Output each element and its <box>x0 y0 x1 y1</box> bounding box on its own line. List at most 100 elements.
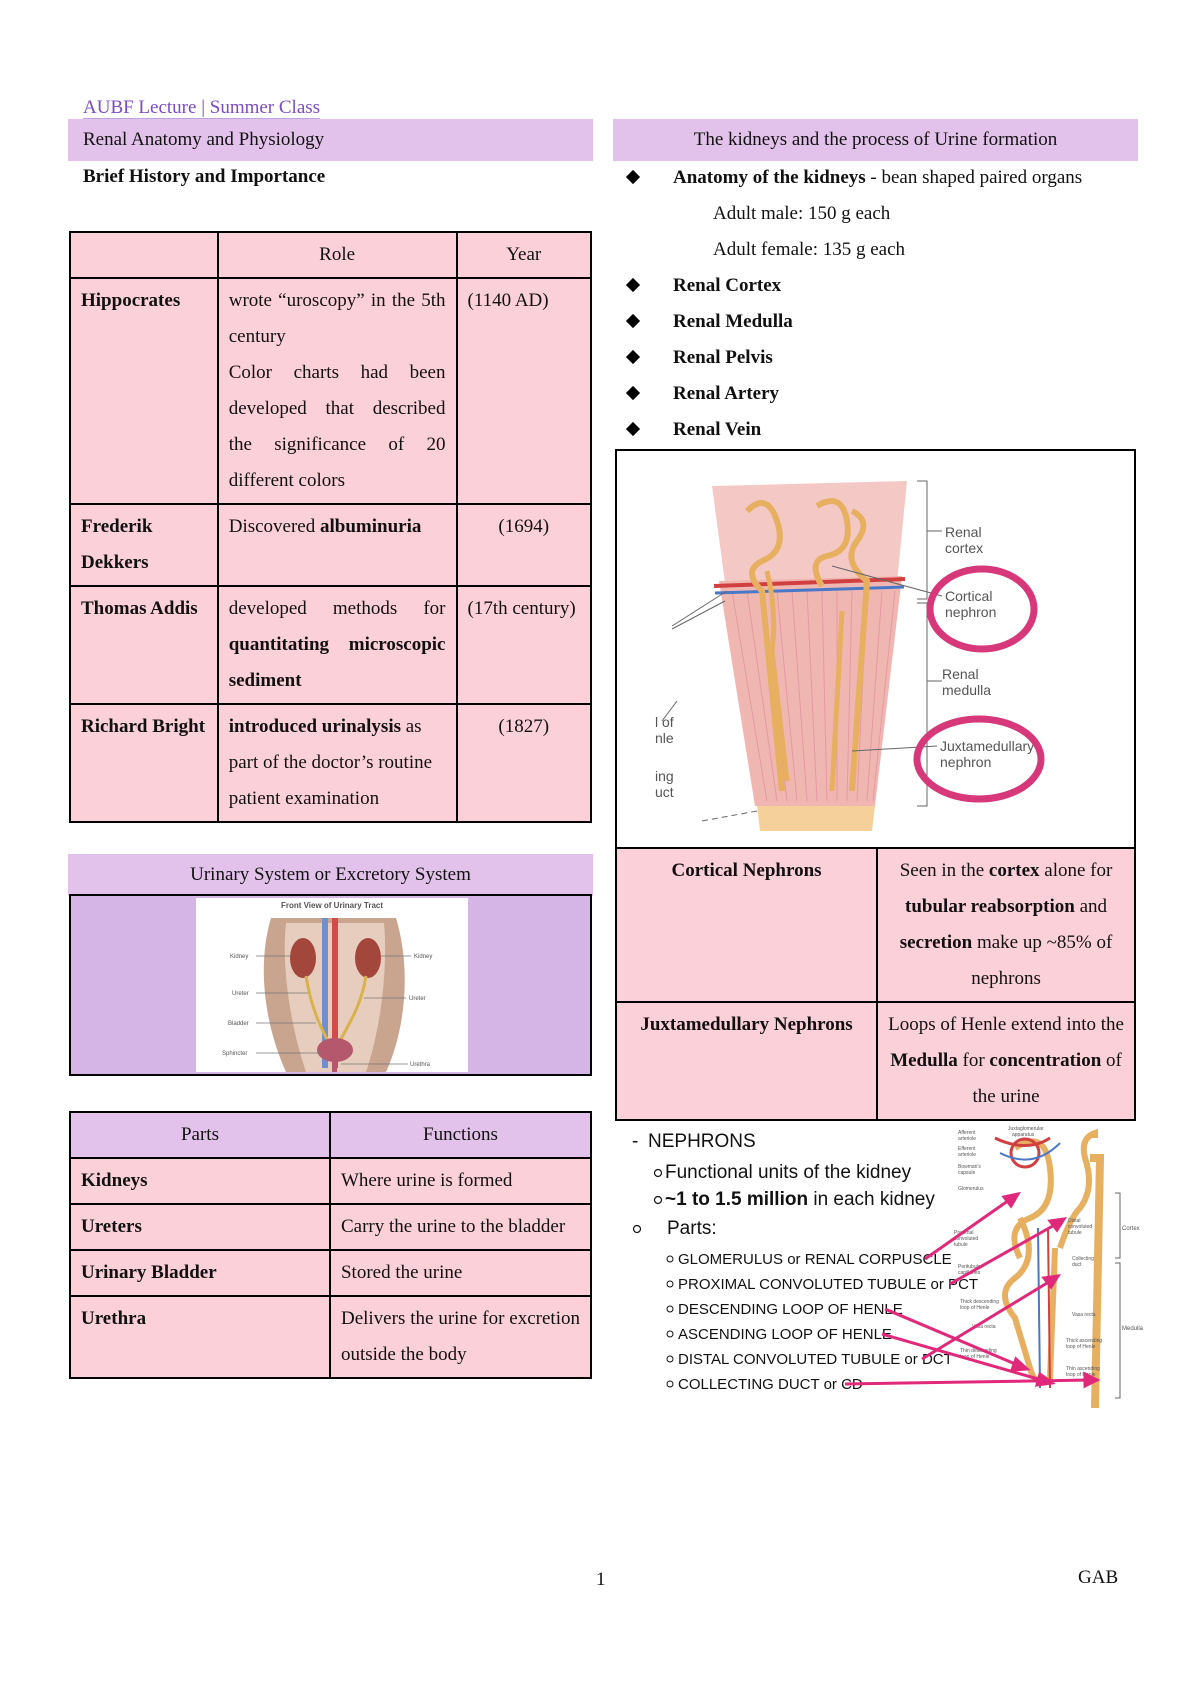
label-afferent: Afferent <box>958 1130 976 1136</box>
table-row: Hippocrates wrote “uroscopy” in the 5th … <box>69 277 592 505</box>
bullet-item: Renal Artery <box>625 376 1148 412</box>
label-cortex: Cortex <box>1122 1226 1140 1232</box>
label-thick-ascending: loop of Henle <box>1066 1344 1096 1350</box>
circle-bullet-icon <box>666 1305 674 1313</box>
label-cropped: l of <box>655 714 674 730</box>
label-pct: convoluted <box>954 1236 978 1242</box>
history-role-text: developed methods for <box>228 598 446 619</box>
highlight-circle-cortical <box>926 565 1038 653</box>
bullet-anatomy: Anatomy of the kidneys - bean shaped pai… <box>625 160 1148 196</box>
table-row: Cortical Nephrons Seen in the cortex alo… <box>614 847 1136 1003</box>
label-juxtamedullary-nephron: nephron <box>940 754 991 770</box>
footer-initials: GAB <box>1078 1567 1119 1588</box>
nephron-type: Cortical Nephrons <box>614 847 879 1003</box>
diamond-bullet-icon <box>625 421 641 437</box>
table-row: Urinary Bladder Stored the urine <box>69 1249 593 1297</box>
part-function: Stored the urine <box>328 1249 593 1297</box>
page-number: 1 <box>596 1569 606 1590</box>
history-heading: Brief History and Importance <box>83 166 326 187</box>
history-role: developed methods for quantitating micro… <box>216 585 458 705</box>
anatomy-male: Adult male: 150 g each <box>713 203 891 224</box>
bullet-item: Renal Medulla <box>625 304 1148 340</box>
history-role-text: as part of the doctor’s routine <box>228 716 433 773</box>
circle-bullet-icon <box>666 1380 674 1388</box>
anatomy-bold: Anatomy of the kidneys <box>673 167 866 188</box>
part-function: Where urine is formed <box>328 1157 593 1205</box>
label-thin-descending: loop of Henle <box>960 1354 990 1360</box>
label-peritubular: Peritubular <box>958 1264 983 1270</box>
label-juxtaglomerular: apparatus <box>1012 1132 1035 1138</box>
nephron-part: ASCENDING LOOP OF HENLE <box>678 1326 892 1343</box>
bullet-item: Renal Cortex <box>625 268 1148 304</box>
label-cortical-nephron: Cortical <box>945 588 992 604</box>
nephron-part: PROXIMAL CONVOLUTED TUBULE or PCT <box>678 1276 978 1293</box>
label-ureter-left: Ureter <box>232 991 249 997</box>
circle-bullet-icon <box>666 1355 674 1363</box>
part-name: Urethra <box>69 1295 331 1379</box>
table-row: Urethra Delivers the urine for excretion… <box>69 1295 593 1379</box>
nephrons-title: NEPHRONS <box>648 1131 756 1152</box>
label-cropped: nle <box>655 730 674 746</box>
label-collecting-duct: duct <box>1072 1262 1082 1268</box>
history-name: Richard Bright <box>69 703 219 823</box>
nephron-part: DISTAL CONVOLUTED TUBULE or DCT <box>678 1351 953 1368</box>
label-glomerulus: Glomerulus <box>958 1186 984 1192</box>
circle-bullet-icon <box>666 1330 674 1338</box>
history-name: Frederik Dekkers <box>69 503 219 587</box>
label-renal-cortex: cortex <box>945 540 983 556</box>
section-title-kidneys: The kidneys and the process of Urine for… <box>613 119 1138 161</box>
nephron-part: DESCENDING LOOP OF HENLE <box>678 1301 903 1318</box>
anatomy-rest: - bean shaped paired organs <box>865 167 1083 188</box>
anatomy-female: Adult female: 135 g each <box>713 239 906 260</box>
diamond-bullet-icon <box>625 385 641 401</box>
part-function: Carry the urine to the bladder <box>328 1203 593 1251</box>
history-table: Role Year Hippocrates wrote “uroscopy” i… <box>69 231 592 823</box>
circle-bullet-icon <box>632 1224 642 1234</box>
nephron-types-table: Cortical Nephrons Seen in the cortex alo… <box>614 847 1136 1121</box>
label-efferent: Efferent <box>958 1146 976 1152</box>
history-name: Thomas Addis <box>69 585 219 705</box>
label-dct: tubule <box>1068 1230 1082 1236</box>
bullet-item: Renal Vein <box>625 412 1148 448</box>
nephron-type: Juxtamedullary Nephrons <box>614 1001 879 1121</box>
history-year: (1694) <box>455 503 592 587</box>
diamond-bullet-icon <box>625 169 641 185</box>
label-juxtamedullary-nephron: Juxtamedullary <box>940 738 1034 754</box>
history-year: (1827) <box>455 703 592 823</box>
history-year: (1140 AD) <box>455 277 592 505</box>
circle-bullet-icon <box>666 1255 674 1263</box>
nephrons-line2: ~1 to 1.5 million in each kidney <box>665 1189 935 1210</box>
label-ureter-right: Ureter <box>409 996 426 1002</box>
label-kidney-left: Kidney <box>230 954 248 960</box>
parts-label: Parts: <box>667 1218 717 1239</box>
diamond-bullet-icon <box>625 349 641 365</box>
label-vasa-recta: Vasa recta <box>972 1324 996 1330</box>
label-renal-medulla: Renal <box>942 666 979 682</box>
pointer-arrows <box>844 1191 1101 1389</box>
label-bowman: Bowman's <box>958 1164 981 1170</box>
nephron-description: Loops of Henle extend into the Medulla f… <box>876 1001 1136 1121</box>
history-role-bold: albuminuria <box>320 516 422 537</box>
section-title-urinary: Urinary System or Excretory System <box>68 854 593 896</box>
history-role-line: Color charts had been developed that des… <box>228 362 446 491</box>
label-thin-descending: Thin descending <box>960 1348 997 1354</box>
parts-header: Parts <box>69 1111 331 1159</box>
document-header: AUBF Lecture | Summer Class <box>83 98 321 119</box>
history-header-year: Year <box>455 231 592 279</box>
kidney-section-figure: Renal cortex Cortical nephron Renal medu… <box>655 480 1045 831</box>
urinary-figure-box: Front View of Urinary Tract Kidney Kidne… <box>69 894 592 1076</box>
nephrons-dash: - <box>632 1131 638 1152</box>
label-thick-descending: Thick descending <box>960 1299 999 1305</box>
label-thick-descending: loop of Henle <box>960 1305 990 1311</box>
label-renal-cortex: Renal <box>945 524 982 540</box>
urinary-tract-figure: Front View of Urinary Tract Kidney Kidne… <box>196 898 468 1072</box>
history-role-line: wrote “uroscopy” in the 5th century <box>228 290 446 347</box>
label-thick-ascending: Thick ascending <box>1066 1338 1102 1344</box>
part-function: Delivers the urine for excretion outside… <box>328 1295 593 1379</box>
label-efferent: arteriole <box>958 1152 976 1158</box>
history-role: introduced urinalysis as part of the doc… <box>216 703 458 823</box>
label-cortical-nephron: nephron <box>945 604 996 620</box>
part-name: Ureters <box>69 1203 331 1251</box>
circle-bullet-icon <box>653 1195 663 1205</box>
highlight-circle-juxtamedullary <box>913 715 1045 803</box>
